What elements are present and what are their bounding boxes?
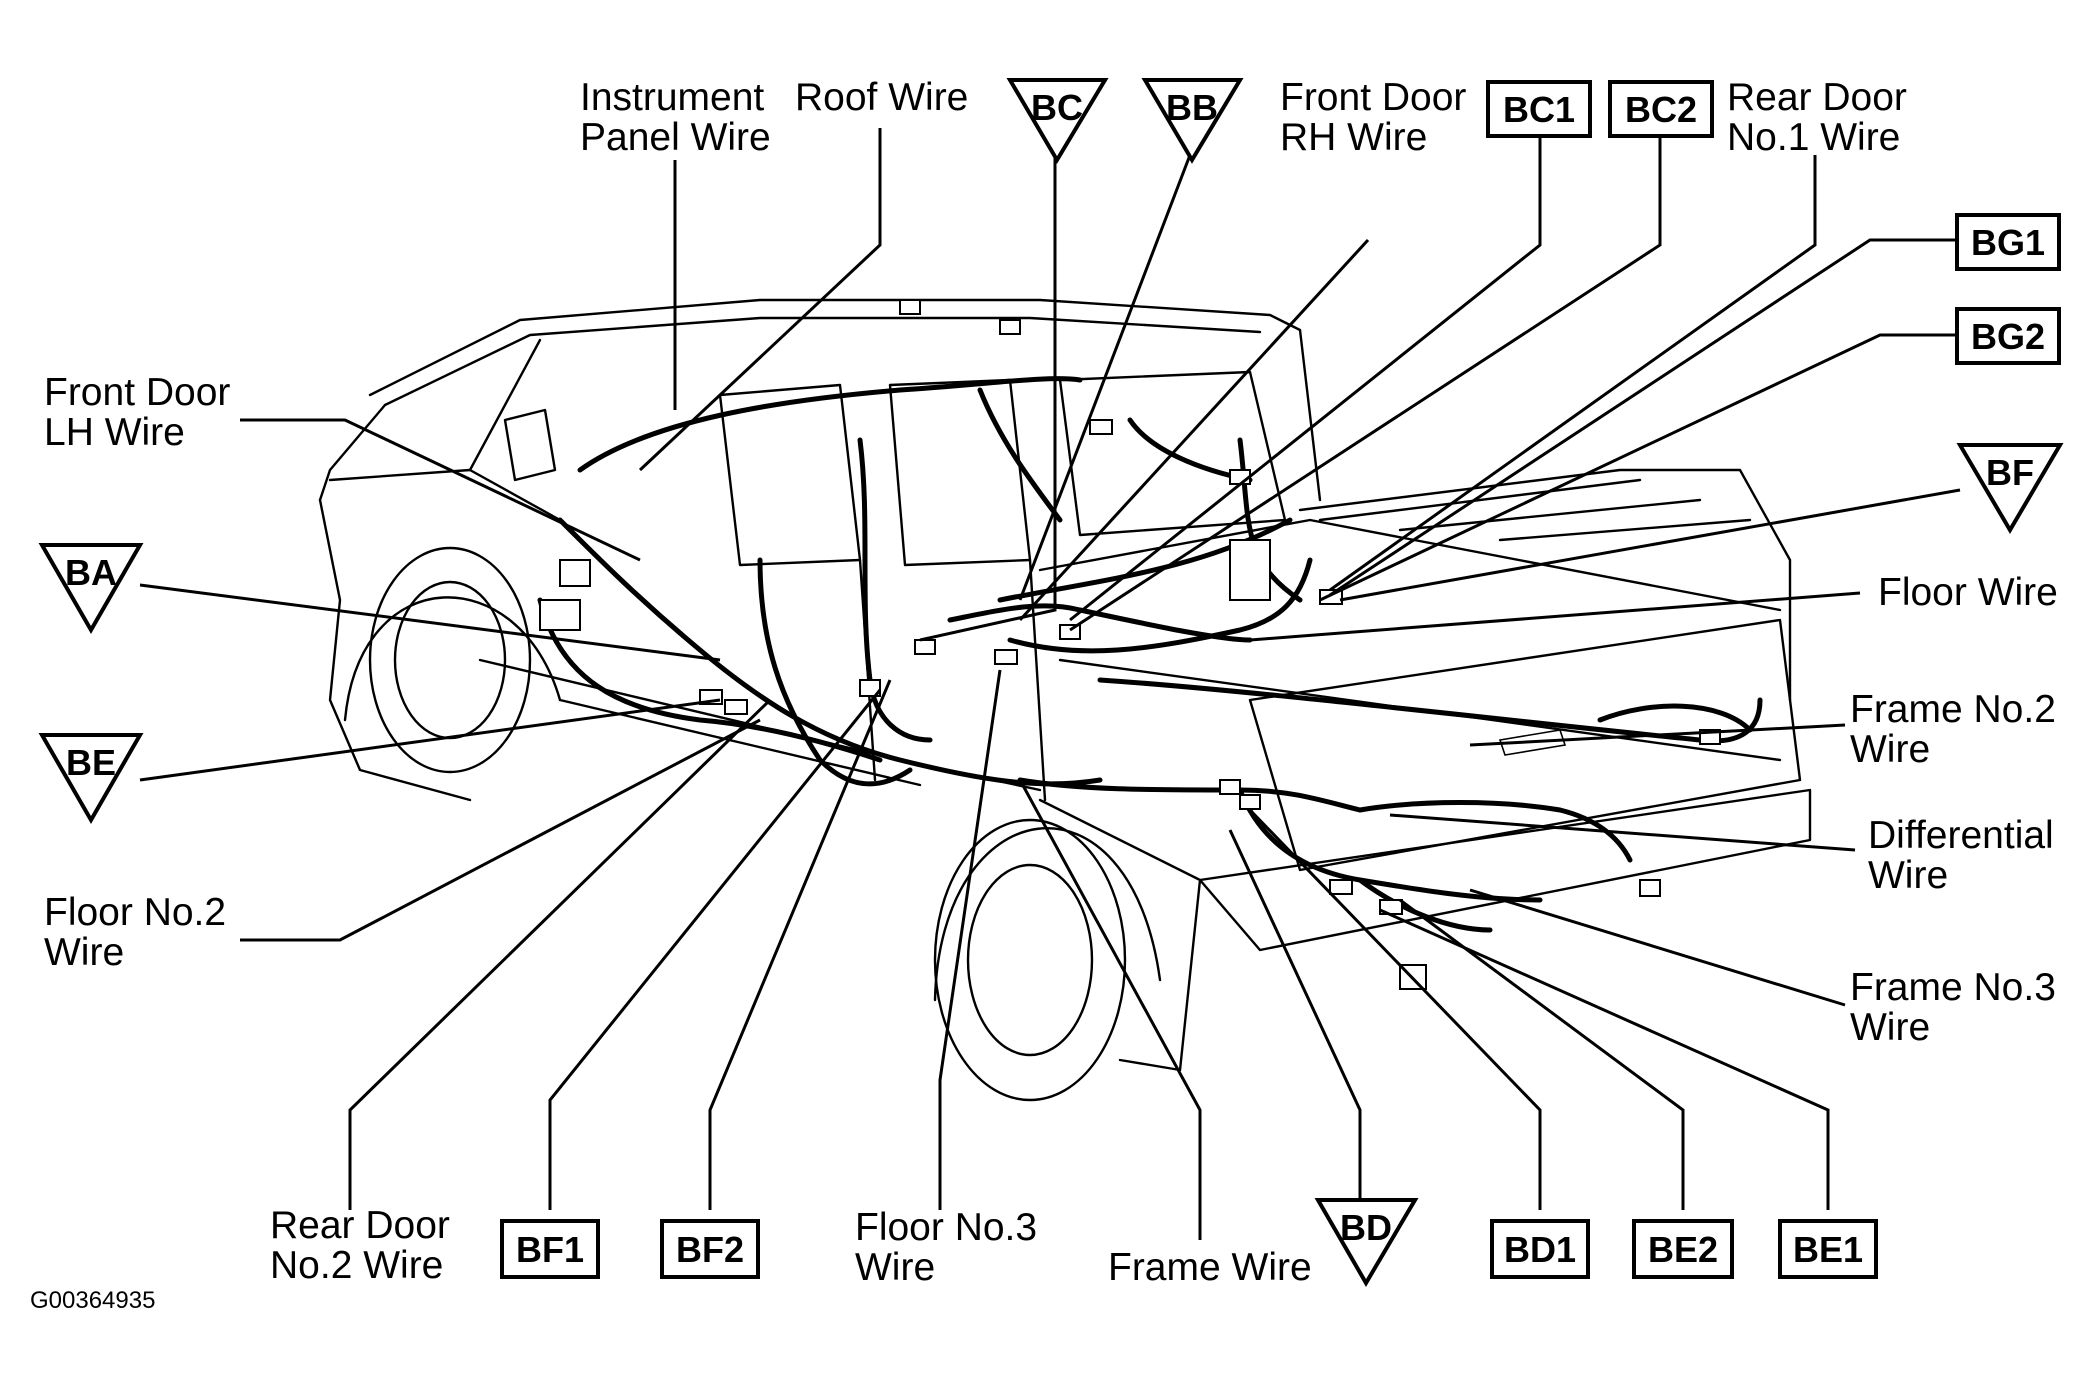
svg-text:BG1: BG1: [1971, 222, 2045, 263]
leader-lines: [139, 128, 1961, 1240]
floor-no3-wire-label-line2: Wire: [855, 1246, 935, 1289]
svg-text:BE: BE: [66, 742, 116, 783]
tag-bc1-box: BC1: [1486, 80, 1592, 138]
tag-bb-triangle: BB: [1141, 78, 1244, 164]
svg-text:BF2: BF2: [676, 1229, 744, 1270]
tag-bg2-box: BG2: [1955, 307, 2061, 365]
rear-door-no1-wire-label-line1: Rear Door: [1727, 76, 1907, 119]
tag-bf2-box: BF2: [660, 1219, 760, 1279]
front-door-lh-wire-label-line1: Front Door: [44, 371, 230, 414]
svg-text:BF: BF: [1986, 452, 2034, 493]
tag-bd1-box: BD1: [1490, 1219, 1590, 1279]
svg-text:BE1: BE1: [1793, 1229, 1863, 1270]
tag-bd-triangle: BD: [1314, 1198, 1419, 1287]
frame-no2-wire-label-line1: Frame No.2: [1850, 688, 2056, 731]
tag-bg1-box: BG1: [1955, 213, 2061, 271]
tag-bc2-box: BC2: [1608, 80, 1714, 138]
tag-bf-triangle: BF: [1956, 443, 2064, 534]
tag-be-triangle: BE: [38, 733, 144, 825]
front-door-rh-wire-label-line2: RH Wire: [1280, 116, 1427, 159]
svg-text:BC2: BC2: [1625, 89, 1697, 130]
tag-ba-triangle: BA: [38, 543, 144, 635]
figure-code: G00364935: [30, 1287, 155, 1314]
floor-no2-wire-label-line1: Floor No.2: [44, 891, 226, 934]
frame-no3-wire-label-line1: Frame No.3: [1850, 966, 2056, 1009]
svg-text:BG2: BG2: [1971, 316, 2045, 357]
wire-labels: Instrument Panel Wire Roof Wire Front Do…: [30, 76, 2058, 1314]
roof-wire-label: Roof Wire: [795, 76, 968, 119]
tag-be1-box: BE1: [1778, 1219, 1878, 1279]
svg-text:BF1: BF1: [516, 1229, 584, 1270]
box-tags: BC1 BC2 BG1 BG2 BF1 BF2 BD1 BE2: [500, 80, 2061, 1279]
svg-text:BD: BD: [1340, 1207, 1392, 1248]
rear-door-no1-wire-label-line2: No.1 Wire: [1727, 116, 1900, 159]
frame-wire-label: Frame Wire: [1108, 1246, 1312, 1289]
frame-no2-wire-label-line2: Wire: [1850, 728, 1930, 771]
instrument-panel-wire-label-line2: Panel Wire: [580, 116, 771, 159]
triangle-tags: BC BB BF BA BE BD: [38, 78, 2064, 1287]
wiring-harnesses: [537, 299, 1763, 990]
floor-no2-wire-label-line2: Wire: [44, 931, 124, 974]
differential-wire-label-line2: Wire: [1868, 854, 1948, 897]
rear-door-no2-wire-label-line1: Rear Door: [270, 1204, 450, 1247]
tag-bf1-box: BF1: [500, 1219, 600, 1279]
frame-no3-wire-label-line2: Wire: [1850, 1006, 1930, 1049]
svg-text:BA: BA: [65, 552, 117, 593]
truck-illustration: [318, 298, 1812, 1102]
front-door-rh-wire-label-line1: Front Door: [1280, 76, 1466, 119]
svg-text:BB: BB: [1166, 87, 1218, 128]
tag-bc-triangle: BC: [1006, 78, 1109, 164]
rear-door-no2-wire-label-line2: No.2 Wire: [270, 1244, 443, 1287]
svg-text:BE2: BE2: [1648, 1229, 1718, 1270]
svg-text:BC: BC: [1031, 87, 1083, 128]
floor-no3-wire-label-line1: Floor No.3: [855, 1206, 1037, 1249]
tag-be2-box: BE2: [1632, 1219, 1734, 1279]
svg-text:BC1: BC1: [1503, 89, 1575, 130]
floor-wire-label: Floor Wire: [1878, 571, 2058, 614]
svg-text:BD1: BD1: [1504, 1229, 1576, 1270]
instrument-panel-wire-label-line1: Instrument: [580, 76, 764, 119]
front-door-lh-wire-label-line2: LH Wire: [44, 411, 185, 454]
differential-wire-label-line1: Differential: [1868, 814, 2054, 857]
